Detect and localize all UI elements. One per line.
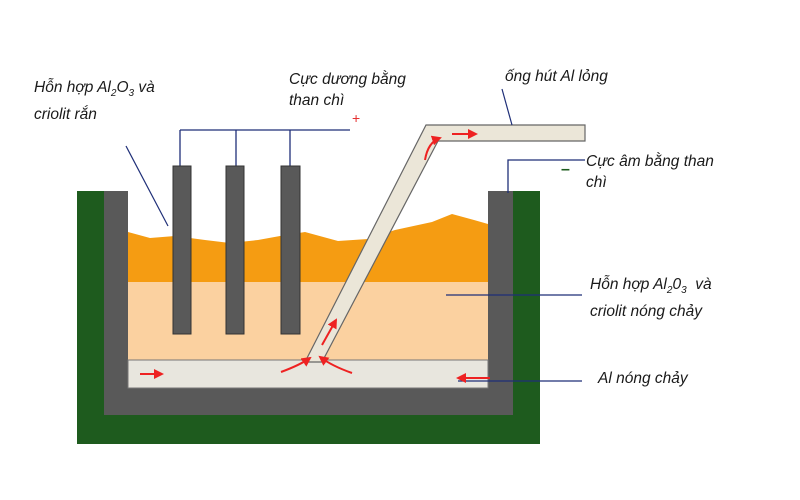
anode-rod-3 (280, 165, 301, 335)
cathode-negative-sign: – (561, 161, 570, 178)
label-siphon: ống hút Al lỏng (505, 68, 608, 85)
label-cathode: Cực âm bằng than chì (586, 153, 714, 191)
molten-aluminum (127, 359, 489, 389)
label-anode: Cực dương bằng than chì (289, 71, 406, 109)
outer-shell (77, 191, 540, 444)
cathode-lining (104, 191, 513, 415)
label-molten-aluminum: Al nóng chảy (598, 370, 688, 387)
solid-crust (128, 214, 488, 282)
leader-lines (125, 88, 582, 382)
flow-arrow-tube-bend (424, 135, 442, 161)
label-molten-mixture: Hỗn hợp Al203 và criolit nóng chảy (590, 276, 712, 321)
flow-arrow-center-left (280, 356, 312, 373)
anode-rod-1 (172, 165, 192, 335)
anode-wiring (179, 129, 350, 166)
anode-positive-sign: + (352, 110, 361, 126)
label-solid-mixture: Hỗn hợp Al2O3 và criolit rắn (34, 79, 155, 124)
anode-rod-2 (225, 165, 245, 335)
flow-arrow-center-right (318, 355, 353, 374)
cathode-wire (507, 159, 585, 193)
flow-arrow-tube-up (321, 318, 337, 346)
flow-arrows (140, 129, 490, 383)
